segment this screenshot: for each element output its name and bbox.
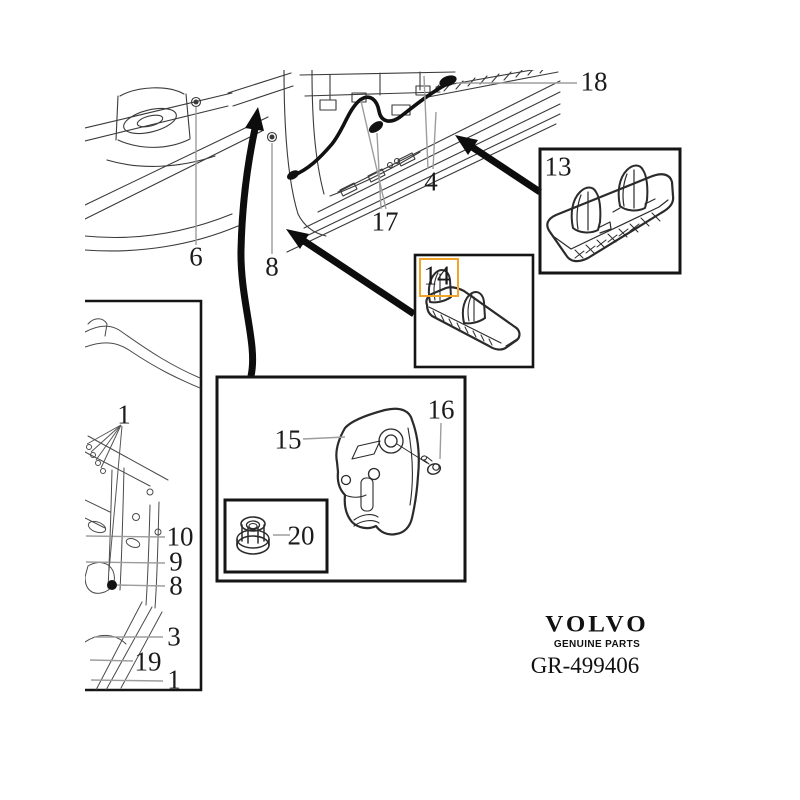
callout-1-bottom[interactable]: 1: [167, 664, 181, 695]
callout-3[interactable]: 3: [167, 621, 181, 652]
callout-17[interactable]: 17: [371, 206, 399, 237]
callout-18[interactable]: 18: [580, 66, 608, 97]
callout-13[interactable]: 13: [544, 151, 572, 182]
callout-1-top[interactable]: 1: [117, 399, 131, 430]
detail-box-13[interactable]: [538, 147, 682, 275]
detail-box-14[interactable]: [413, 253, 535, 369]
body-side-drawing: [85, 318, 201, 690]
highlight-box-part-14: [419, 258, 459, 297]
bolt-8: [266, 131, 278, 143]
detail-box-left[interactable]: [85, 299, 203, 692]
callout-9[interactable]: 9: [169, 546, 183, 577]
clip-17-b: [287, 170, 299, 180]
volvo-logo: VOLVO: [545, 612, 649, 637]
body-structure-drawing: [85, 70, 561, 253]
pointer-arrows: [237, 107, 542, 377]
callout-8-top[interactable]: 8: [265, 251, 279, 282]
diagram-reference-number: GR-499406: [530, 653, 640, 678]
part-16-screw-drawing: [420, 455, 442, 475]
callout-16[interactable]: 16: [427, 394, 455, 425]
part-15-drawing: [335, 407, 428, 536]
leader-lines-top: [195, 75, 577, 254]
part-14-drawing: [425, 269, 521, 351]
callout-6[interactable]: 6: [189, 241, 203, 272]
detail-box-20[interactable]: [223, 498, 329, 574]
leader-lines-left: [85, 535, 166, 682]
callout-14[interactable]: 14: [423, 260, 451, 291]
trim-strip-part-4: [287, 75, 457, 180]
callout-4[interactable]: 4: [424, 166, 438, 197]
part-13-drawing: [546, 164, 675, 263]
part-20-nut-drawing: [236, 516, 270, 555]
callout-15[interactable]: 15: [274, 424, 302, 455]
leader-lines-main-box: [273, 422, 442, 536]
fastener-dot-8: [107, 580, 117, 590]
genuine-parts-tagline: GENUINE PARTS: [553, 638, 641, 650]
callout-8-side[interactable]: 8: [169, 570, 183, 601]
detail-box-main[interactable]: [215, 375, 467, 583]
clip-17-a: [368, 121, 384, 133]
fan-lines-1: [86, 424, 123, 572]
clip-18: [439, 75, 457, 87]
callout-10[interactable]: 10: [166, 521, 194, 552]
bolt-6: [190, 96, 202, 108]
callout-19[interactable]: 19: [134, 646, 162, 677]
callout-20[interactable]: 20: [287, 520, 315, 551]
